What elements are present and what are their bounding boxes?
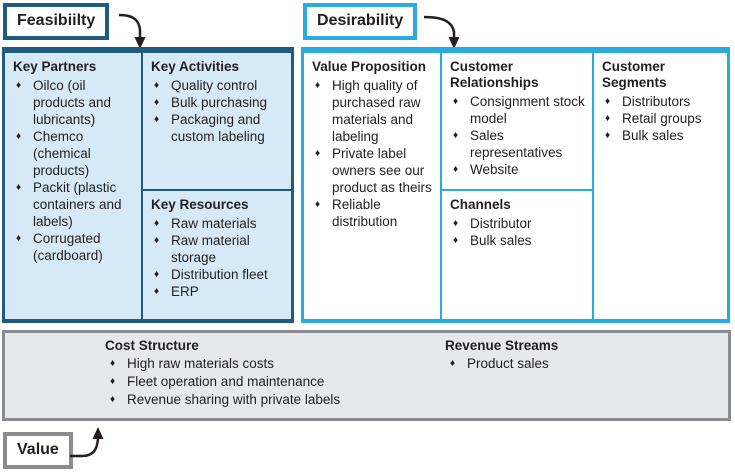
list-item: ♦ Oilco (oil products and lubricants)	[13, 77, 135, 128]
key-resources-list: ♦ Raw materials ♦ Raw material storage ♦…	[151, 215, 285, 300]
diamond-bullet-icon: ♦	[154, 235, 160, 246]
diamond-bullet-icon: ♦	[453, 218, 459, 229]
diamond-bullet-icon: ♦	[453, 164, 459, 175]
customer-relationships-list: ♦ Consignment stock model ♦ Sales repres…	[450, 93, 586, 178]
diamond-bullet-icon: ♦	[453, 96, 459, 107]
diamond-bullet-icon: ♦	[16, 233, 22, 244]
diamond-bullet-icon: ♦	[453, 130, 459, 141]
diamond-bullet-icon: ♦	[154, 80, 160, 91]
section-channels: Channels ♦ Distributor ♦ Bulk sales	[442, 191, 592, 319]
key-activities-list: ♦ Quality control ♦ Bulk purchasing ♦ Pa…	[151, 77, 285, 145]
list-item: ♦ Chemco (chemical products)	[13, 128, 135, 179]
list-item: ♦ Retail groups	[602, 110, 721, 127]
feasibility-zone: Key Partners ♦ Oilco (oil products and l…	[2, 47, 294, 323]
section-value-proposition: Value Proposition ♦ High quality of purc…	[304, 53, 442, 319]
diamond-bullet-icon: ♦	[110, 358, 116, 369]
list-item: ♦ Quality control	[151, 77, 285, 94]
list-item: ♦ Fleet operation and maintenance	[110, 374, 325, 389]
diamond-bullet-icon: ♦	[605, 130, 611, 141]
diamond-bullet-icon: ♦	[110, 394, 116, 405]
list-item: ♦ High quality of purchased raw material…	[312, 77, 434, 145]
list-item: ♦ ERP	[151, 283, 285, 300]
list-item: ♦ Sales representatives	[450, 127, 586, 161]
list-item: ♦ Distribution fleet	[151, 266, 285, 283]
diamond-bullet-icon: ♦	[450, 358, 456, 369]
value-arrow-icon	[70, 427, 104, 458]
section-title: Value Proposition	[312, 59, 427, 74]
list-item: ♦ Distributor	[450, 215, 586, 232]
channels-list: ♦ Distributor ♦ Bulk sales	[450, 215, 586, 249]
list-item: ♦ Bulk sales	[602, 127, 721, 144]
diamond-bullet-icon: ♦	[16, 131, 22, 142]
diamond-bullet-icon: ♦	[453, 235, 459, 246]
diamond-bullet-icon: ♦	[110, 376, 116, 387]
desirability-zone: Value Proposition ♦ High quality of purc…	[301, 47, 730, 323]
list-item: ♦ Packaging and custom labeling	[151, 111, 285, 145]
viability-zone: Cost Structure ♦ High raw materials cost…	[2, 330, 731, 421]
customer-segments-list: ♦ Distributors ♦ Retail groups ♦ Bulk sa…	[602, 93, 721, 144]
section-title: Cost Structure	[105, 338, 199, 353]
section-customer-relationships: Customer Relationships ♦ Consignment sto…	[442, 53, 592, 191]
diamond-bullet-icon: ♦	[16, 182, 22, 193]
revenue-streams-list: ♦ Product sales	[445, 355, 728, 373]
value-proposition-list: ♦ High quality of purchased raw material…	[312, 77, 434, 230]
diamond-bullet-icon: ♦	[154, 97, 160, 108]
list-item: ♦ Distributors	[602, 93, 721, 110]
diamond-bullet-icon: ♦	[605, 96, 611, 107]
list-item: ♦ Website	[450, 161, 586, 178]
desirability-arrow-icon	[424, 15, 460, 49]
section-title: Key Activities	[151, 59, 240, 74]
diamond-bullet-icon: ♦	[154, 114, 160, 125]
list-item: ♦ Private label owners see our product a…	[312, 145, 434, 196]
diamond-bullet-icon: ♦	[154, 286, 160, 297]
cost-structure-list: ♦ High raw materials costs ♦ Fleet opera…	[105, 355, 445, 409]
list-item: ♦ Bulk sales	[450, 232, 586, 249]
value-label: Value	[3, 432, 73, 469]
list-item: ♦ Raw material storage	[151, 232, 285, 266]
list-item: ♦ Consignment stock model	[450, 93, 586, 127]
diamond-bullet-icon: ♦	[154, 218, 160, 229]
section-title: Customer Relationships	[450, 59, 539, 90]
section-revenue-streams: Revenue Streams ♦ Product sales	[445, 338, 728, 418]
key-partners-list: ♦ Oilco (oil products and lubricants) ♦ …	[13, 77, 135, 264]
section-customer-segments: Customer Segments ♦ Distributors ♦ Retai…	[594, 53, 727, 319]
section-title: Key Resources	[151, 197, 249, 212]
section-cost-structure: Cost Structure ♦ High raw materials cost…	[105, 338, 445, 418]
section-key-resources: Key Resources ♦ Raw materials ♦ Raw mate…	[143, 191, 291, 319]
list-item: ♦ Corrugated (cardboard)	[13, 230, 135, 264]
section-title: Customer Segments	[602, 59, 667, 90]
section-key-activities: Key Activities ♦ Quality control ♦ Bulk …	[143, 53, 291, 191]
section-title: Channels	[450, 197, 511, 212]
feasibility-label: Feasibiilty	[3, 3, 110, 40]
section-key-partners: Key Partners ♦ Oilco (oil products and l…	[5, 53, 143, 319]
diamond-bullet-icon: ♦	[16, 80, 22, 91]
list-item: ♦ High raw materials costs	[110, 356, 275, 371]
section-title: Revenue Streams	[445, 338, 559, 353]
desirability-label: Desirability	[303, 3, 418, 40]
list-item: ♦ Product sales	[450, 356, 549, 371]
list-item: ♦ Revenue sharing with private labels	[110, 392, 341, 407]
list-item: ♦ Bulk purchasing	[151, 94, 285, 111]
list-item: ♦ Packit (plastic containers and labels)	[13, 179, 135, 230]
diamond-bullet-icon: ♦	[315, 148, 321, 159]
section-title: Key Partners	[13, 59, 97, 74]
feasibility-arrow-icon	[119, 13, 146, 49]
diamond-bullet-icon: ♦	[315, 199, 321, 210]
diamond-bullet-icon: ♦	[605, 113, 611, 124]
list-item: ♦ Reliable distribution	[312, 196, 434, 230]
list-item: ♦ Raw materials	[151, 215, 285, 232]
diamond-bullet-icon: ♦	[315, 80, 321, 91]
diamond-bullet-icon: ♦	[154, 269, 160, 280]
